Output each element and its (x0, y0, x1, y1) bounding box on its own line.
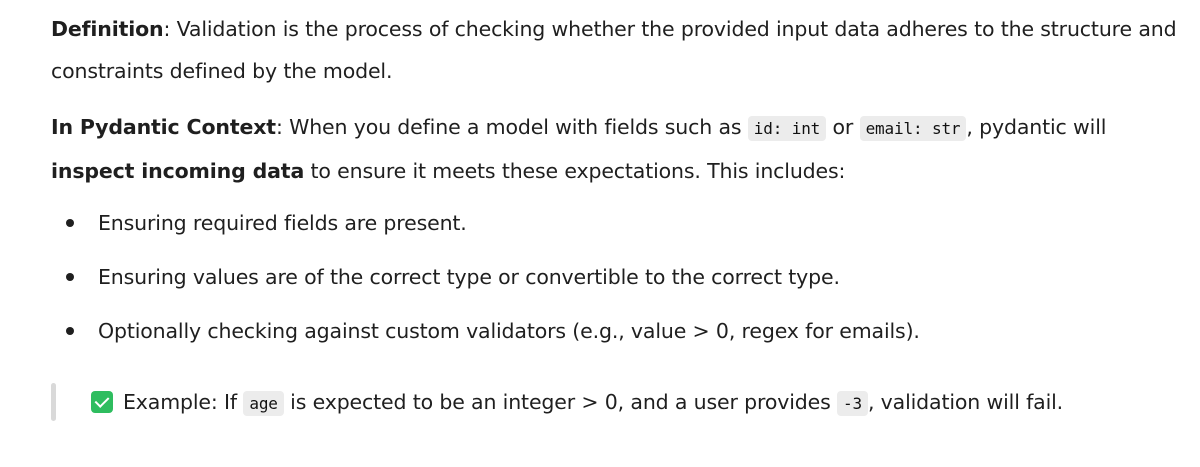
definition-text: : Validation is the process of checking … (51, 17, 1177, 83)
check-icon (91, 391, 113, 413)
bullet-dot-icon (66, 327, 74, 335)
list-item: Optionally checking against custom valid… (51, 310, 1181, 352)
list-item-text: Ensuring values are of the correct type … (98, 265, 840, 289)
list-item-text: Optionally checking against custom valid… (98, 319, 920, 343)
code-email-str: email: str (859, 116, 967, 141)
pydantic-context-text-3: , pydantic will (966, 115, 1107, 139)
pydantic-context-label: In Pydantic Context (51, 115, 276, 139)
example-text: Example: If age is expected to be an int… (91, 383, 1063, 423)
inspect-incoming-data: inspect incoming data (51, 159, 305, 183)
example-blockquote: Example: If age is expected to be an int… (51, 383, 1151, 421)
bullet-list: Ensuring required fields are present. En… (51, 202, 1181, 352)
code-minus-three: -3 (836, 391, 868, 416)
code-age: age (243, 391, 284, 416)
example-text-2: is expected to be an integer > 0, and a … (283, 390, 837, 414)
pydantic-context-text-4: to ensure it meets these expectations. T… (304, 159, 846, 183)
definition-label: Definition (51, 17, 164, 41)
pydantic-context-text-2: or (826, 115, 860, 139)
list-item-text: Ensuring required fields are present. (98, 211, 467, 235)
code-id-int: id: int (747, 116, 827, 141)
list-item: Ensuring required fields are present. (51, 202, 1181, 244)
example-text-3: , validation will fail. (867, 390, 1064, 414)
main-content: Definition: Validation is the process of… (51, 8, 1181, 364)
blockquote-bar (51, 383, 56, 421)
example-text-1: Example: If (123, 390, 244, 414)
pydantic-context-text-1: : When you define a model with fields su… (275, 115, 748, 139)
definition-paragraph: Definition: Validation is the process of… (51, 8, 1181, 92)
bullet-dot-icon (66, 273, 74, 281)
bullet-dot-icon (66, 219, 74, 227)
pydantic-context-paragraph: In Pydantic Context: When you define a m… (51, 106, 1181, 192)
list-item: Ensuring values are of the correct type … (51, 256, 1181, 298)
